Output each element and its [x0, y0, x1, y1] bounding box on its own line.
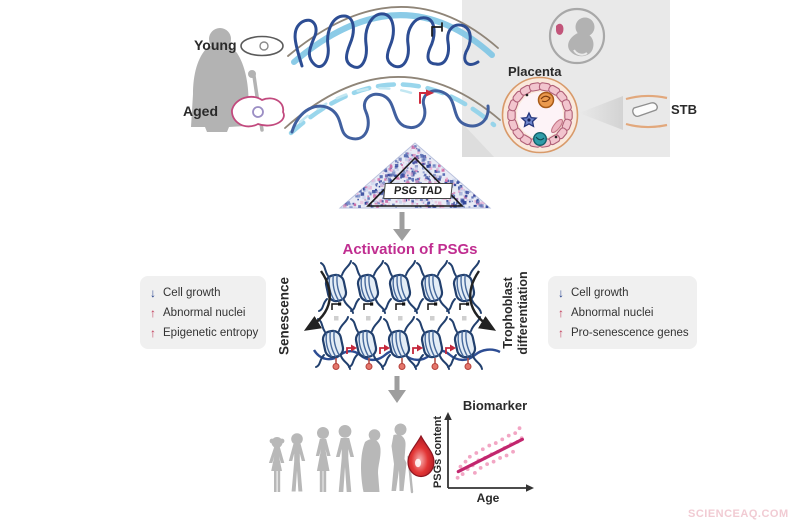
- trophoblast-label-line1: Trophoblast: [501, 277, 515, 349]
- biomarker-chart: [444, 412, 534, 492]
- compact-chromatin-row: [319, 261, 481, 321]
- feature-row: ↓ Cell growth: [556, 283, 689, 303]
- watermark: SCIENCEAQ.COM: [688, 508, 789, 520]
- placenta-label: Placenta: [508, 64, 561, 79]
- down-arrow-icon: [393, 212, 411, 241]
- trophoblast-label-line2: differentiation: [516, 271, 530, 354]
- down-arrow-icon: [388, 376, 406, 403]
- boy-silhouette: [289, 433, 305, 491]
- chart-ylabel: PSGs content: [432, 416, 444, 488]
- adult-woman-silhouette: [316, 427, 331, 492]
- feature-row: ↑ Abnormal nuclei: [556, 303, 689, 323]
- feature-row: ↓ Cell growth: [148, 283, 258, 303]
- stb-label: STB: [671, 102, 697, 117]
- young-label: Young: [194, 37, 237, 53]
- activation-title: Activation of PSGs: [310, 241, 510, 258]
- feature-row: ↑ Abnormal nuclei: [148, 303, 258, 323]
- senescence-label: Senescence: [277, 277, 292, 355]
- feature-label: Abnormal nuclei: [163, 307, 245, 319]
- chart-title: Biomarker: [452, 398, 538, 413]
- feature-row: ↑ Pro-senescence genes: [556, 323, 689, 343]
- down-arrow-icon: ↓: [556, 286, 566, 300]
- feature-label: Cell growth: [571, 287, 629, 299]
- feature-label: Epigenetic entropy: [163, 327, 258, 339]
- differentiation-feature-box: ↓ Cell growth ↑ Abnormal nuclei ↑ Pro-se…: [548, 276, 697, 349]
- psg-tad-label: PSG TAD: [383, 183, 453, 199]
- fetus-icon: [550, 9, 604, 63]
- senescence-feature-box: ↓ Cell growth ↑ Abnormal nuclei ↑ Epigen…: [140, 276, 266, 349]
- elderly-woman-silhouette: [361, 429, 381, 492]
- aged-label: Aged: [183, 103, 218, 119]
- adult-man-silhouette: [336, 425, 354, 492]
- girl-silhouette: [269, 437, 285, 492]
- young-cell-icon: [241, 37, 283, 56]
- feature-label: Pro-senescence genes: [571, 327, 689, 339]
- up-arrow-icon: ↑: [148, 306, 158, 320]
- population-silhouettes: [269, 424, 412, 493]
- aged-cell-icon: [232, 97, 284, 127]
- up-arrow-icon: ↑: [148, 326, 158, 340]
- feature-row: ↑ Epigenetic entropy: [148, 323, 258, 343]
- feature-label: Cell growth: [163, 287, 221, 299]
- down-arrow-icon: ↓: [148, 286, 158, 300]
- differentiation-arrow: [470, 271, 493, 329]
- placenta-diagram-icon: [503, 78, 578, 153]
- up-arrow-icon: ↑: [556, 326, 566, 340]
- open-chromatin-row: [314, 317, 500, 370]
- up-arrow-icon: ↑: [556, 306, 566, 320]
- feature-label: Abnormal nuclei: [571, 307, 653, 319]
- chart-xlabel: Age: [466, 491, 510, 505]
- blood-drop-icon: [408, 436, 434, 477]
